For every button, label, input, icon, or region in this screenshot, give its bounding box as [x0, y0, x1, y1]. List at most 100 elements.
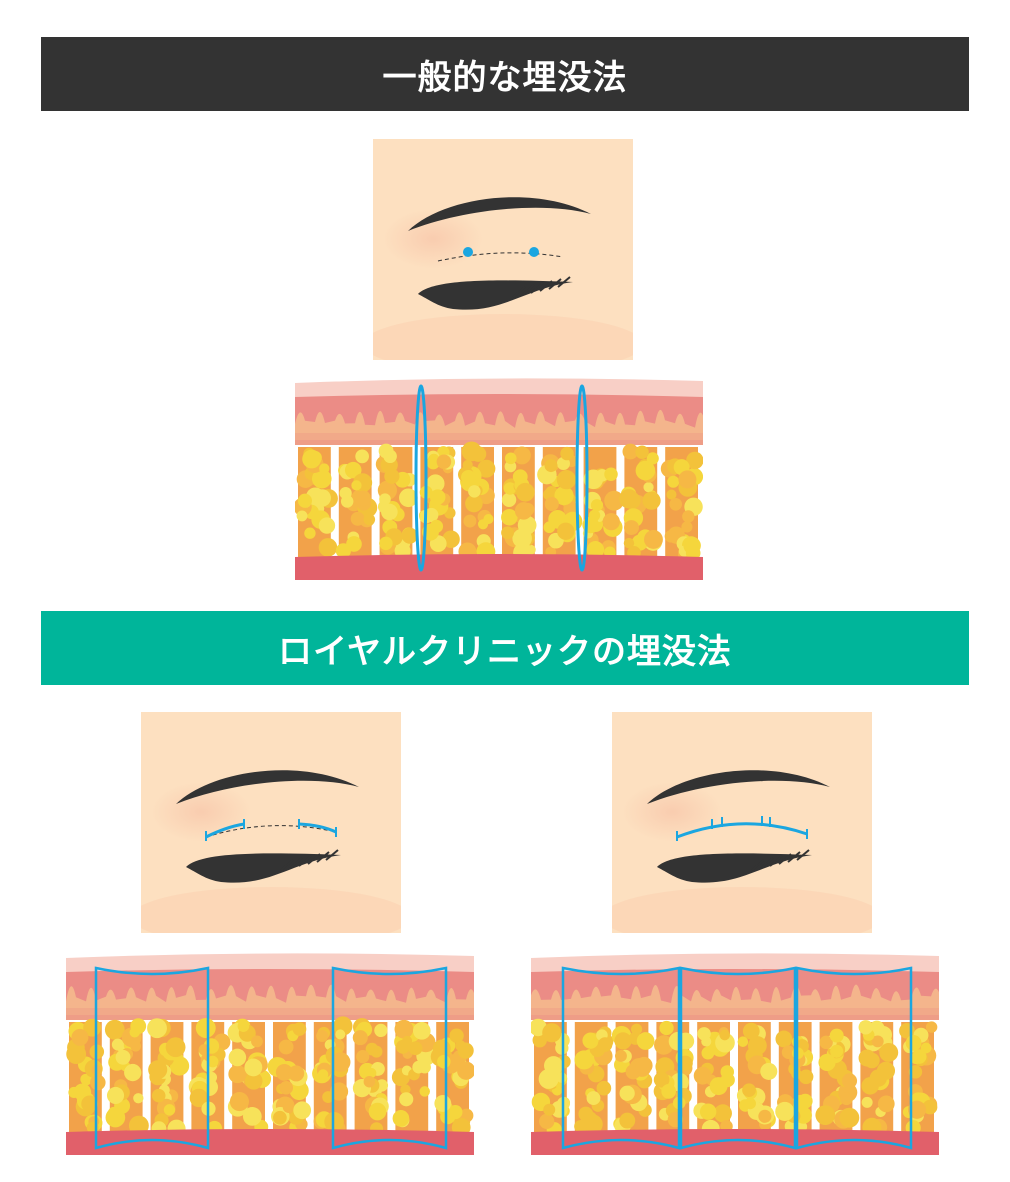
fat-cell: [554, 486, 574, 506]
fat-cell: [366, 1067, 377, 1079]
fat-cell: [557, 522, 575, 540]
suture-loop: [575, 384, 589, 572]
fat-cell: [744, 1097, 756, 1110]
fat-cell: [504, 452, 517, 465]
fat-cell: [631, 1023, 643, 1035]
fat-cell: [624, 520, 639, 536]
tissue-cross-section-royal-2point: [66, 953, 474, 1155]
eyelid-lashline: [657, 853, 812, 883]
fat-cell: [597, 1037, 613, 1052]
fat-cell: [614, 1032, 632, 1050]
fat-cell: [363, 1075, 376, 1088]
fat-cell: [925, 1021, 938, 1033]
suture-knot: [676, 816, 808, 841]
eyelash: [796, 849, 810, 861]
fat-cell: [124, 1063, 142, 1082]
fat-cell: [429, 489, 446, 505]
fat-cell: [643, 482, 654, 493]
fat-cell: [664, 530, 678, 543]
fat-cell: [582, 1032, 599, 1049]
fat-cell: [419, 1086, 430, 1097]
fat-cell: [81, 1095, 98, 1113]
eyelash: [548, 278, 562, 290]
fat-cell: [840, 1092, 853, 1106]
fat-cell: [228, 1064, 247, 1084]
fat-cell: [556, 1072, 567, 1083]
fat-cell: [501, 508, 518, 526]
fat-cell: [798, 1069, 814, 1085]
eyelash: [280, 859, 294, 871]
fat-cell: [130, 1018, 147, 1035]
fat-cell: [720, 1065, 735, 1079]
fat-cell: [879, 1043, 899, 1062]
fat-cell: [681, 521, 693, 533]
fat-cell: [356, 1050, 370, 1064]
suture-loop: [331, 966, 448, 1150]
fat-cell: [147, 1018, 167, 1039]
eyelash: [512, 286, 526, 298]
muscle-layer: [295, 554, 703, 580]
fat-cell: [399, 1092, 414, 1107]
fat-cell: [151, 1088, 166, 1103]
eyelash: [539, 280, 553, 292]
eyelid-lashline: [186, 853, 341, 883]
fat-cell: [461, 469, 476, 485]
fat-cell: [842, 1073, 858, 1089]
fat-cell: [448, 1104, 463, 1120]
fat-cell: [80, 1073, 93, 1086]
fat-cell: [434, 1095, 452, 1112]
fat-cell: [646, 452, 659, 465]
fat-cell: [661, 1083, 677, 1099]
fat-cell: [775, 1030, 793, 1048]
fat-cell: [858, 1020, 873, 1035]
fat-cell: [401, 527, 418, 544]
fat-cell: [296, 510, 308, 522]
suture-loop: [679, 966, 797, 1150]
fat-cell: [669, 497, 683, 511]
fat-cell: [104, 1019, 125, 1040]
suture-loop: [795, 966, 913, 1150]
dermis: [295, 409, 703, 440]
fat-cell: [542, 1023, 562, 1043]
fat-cell: [644, 529, 663, 549]
fat-cell: [699, 1103, 717, 1120]
royal-clinic-method-header: ロイヤルクリニックの埋没法: [41, 611, 969, 685]
fat-cell: [819, 1035, 833, 1050]
eye-illustration-general: [373, 139, 633, 360]
fat-cell: [760, 1062, 778, 1080]
fat-cell: [392, 1110, 410, 1127]
fat-cell: [635, 1056, 653, 1075]
fat-cell: [877, 1095, 895, 1113]
fat-cell: [512, 469, 528, 485]
fat-cell: [165, 1037, 186, 1058]
fat-cell: [402, 1035, 413, 1046]
eyelash: [778, 853, 792, 865]
fat-cell: [346, 536, 362, 552]
epidermis: [531, 953, 939, 972]
fat-cell: [758, 1109, 772, 1123]
fat-cell: [350, 511, 365, 526]
fat-cell: [297, 493, 312, 508]
fat-cell: [477, 519, 489, 530]
fat-cell: [244, 1071, 263, 1090]
fat-cell: [195, 1018, 216, 1038]
fat-cell: [678, 470, 697, 489]
fat-cell: [322, 1091, 335, 1103]
fat-cell: [504, 460, 517, 473]
eye-illustration-royal-continuous: [612, 712, 872, 933]
eyelash: [298, 855, 312, 867]
fat-cell: [619, 1112, 636, 1129]
fat-cell: [148, 1060, 168, 1080]
fat-cell: [818, 1053, 836, 1071]
fat-cell: [830, 1044, 844, 1058]
fat-cell: [861, 1077, 879, 1095]
royal-clinic-method-title: ロイヤルクリニックの埋没法: [278, 631, 732, 672]
eyebrow: [408, 197, 591, 231]
fat-cell: [839, 1107, 860, 1128]
fat-cell: [352, 1030, 368, 1046]
fat-cell: [278, 1039, 294, 1055]
fat-cell: [313, 489, 331, 507]
fat-cell: [501, 492, 517, 508]
fat-cell: [503, 482, 517, 495]
fat-cell: [379, 536, 393, 551]
